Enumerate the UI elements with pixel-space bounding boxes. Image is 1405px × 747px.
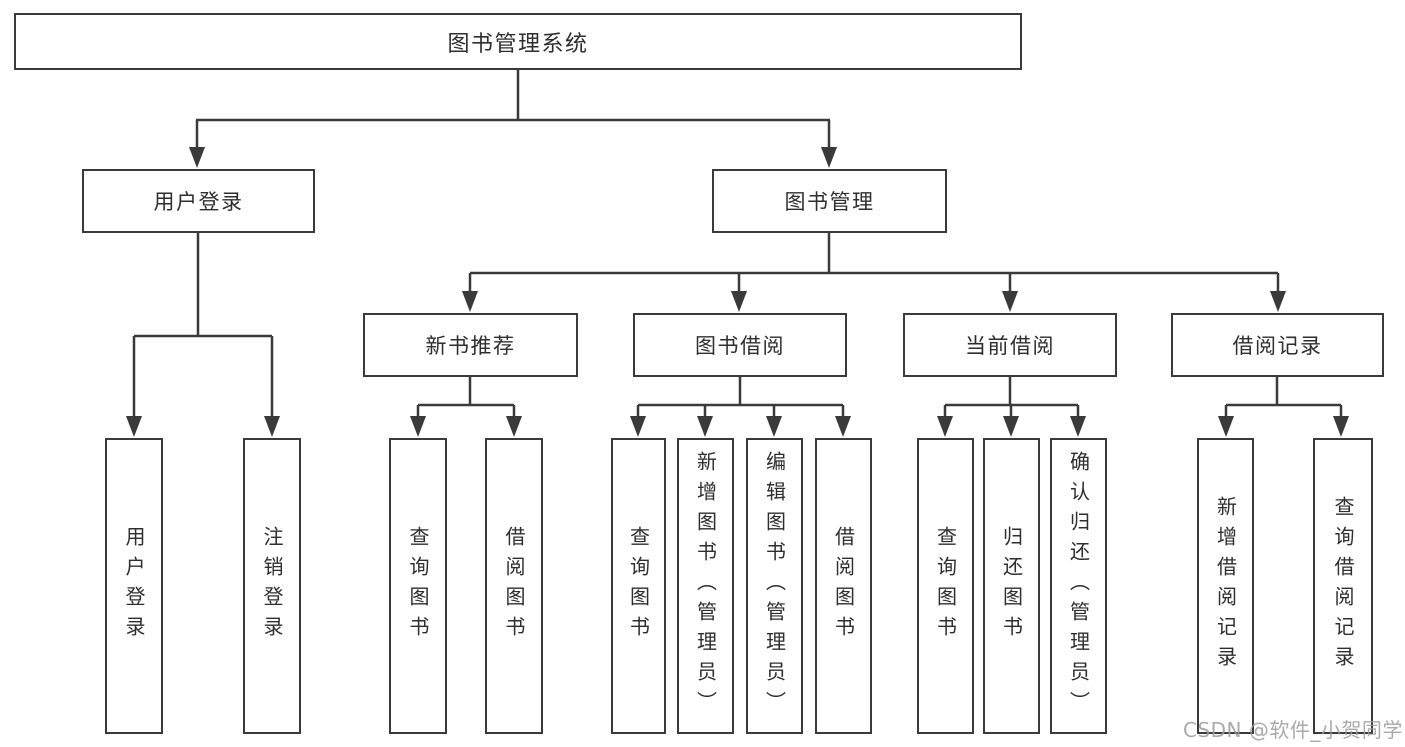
leaf-logout-login: 注销登录 (243, 438, 301, 734)
leaf-borrow-books-borrowing: 借阅图书 (815, 438, 872, 734)
leaf-label: 新增借阅记录 (1213, 496, 1238, 676)
leaf-label: 借阅图书 (831, 526, 856, 646)
leaf-query-books-recommend: 查询图书 (389, 438, 447, 734)
node-book-borrowing: 图书借阅 (633, 313, 847, 377)
leaf-label: 归还图书 (999, 526, 1024, 646)
leaf-edit-books-admin: 编辑图书（管理员） (746, 438, 803, 734)
leaf-label: 查询图书 (933, 526, 958, 646)
node-book-management: 图书管理 (712, 169, 947, 233)
leaf-borrow-books-recommend: 借阅图书 (485, 438, 543, 734)
leaf-query-books-borrowing: 查询图书 (611, 438, 666, 734)
node-library-management-system: 图书管理系统 (14, 13, 1022, 70)
leaf-user-login: 用户登录 (105, 438, 163, 734)
node-user-login: 用户登录 (82, 169, 315, 233)
leaf-label: 编辑图书（管理员） (762, 451, 787, 721)
leaf-label: 查询图书 (406, 526, 430, 646)
leaf-label: 用户登录 (122, 526, 146, 646)
leaf-add-borrow-record: 新增借阅记录 (1197, 438, 1254, 734)
node-borrowing-records: 借阅记录 (1171, 313, 1384, 377)
node-new-book-recommend: 新书推荐 (363, 313, 578, 377)
leaf-query-books-current: 查询图书 (917, 438, 974, 734)
leaf-confirm-return-admin: 确认归还（管理员） (1050, 438, 1107, 734)
leaf-add-books-admin: 新增图书（管理员） (677, 438, 734, 734)
leaf-label: 借阅图书 (502, 526, 526, 646)
leaf-label: 注销登录 (260, 526, 284, 646)
leaf-label: 新增图书（管理员） (693, 451, 718, 721)
leaf-label: 查询图书 (626, 526, 651, 646)
csdn-watermark: CSDN @软件_小贺同学 (1183, 718, 1403, 742)
leaf-label: 查询借阅记录 (1331, 496, 1355, 676)
leaf-return-books: 归还图书 (983, 438, 1040, 734)
node-current-borrowing: 当前借阅 (903, 313, 1117, 377)
leaf-label: 确认归还（管理员） (1066, 451, 1091, 721)
leaf-query-borrow-record: 查询借阅记录 (1313, 438, 1373, 734)
